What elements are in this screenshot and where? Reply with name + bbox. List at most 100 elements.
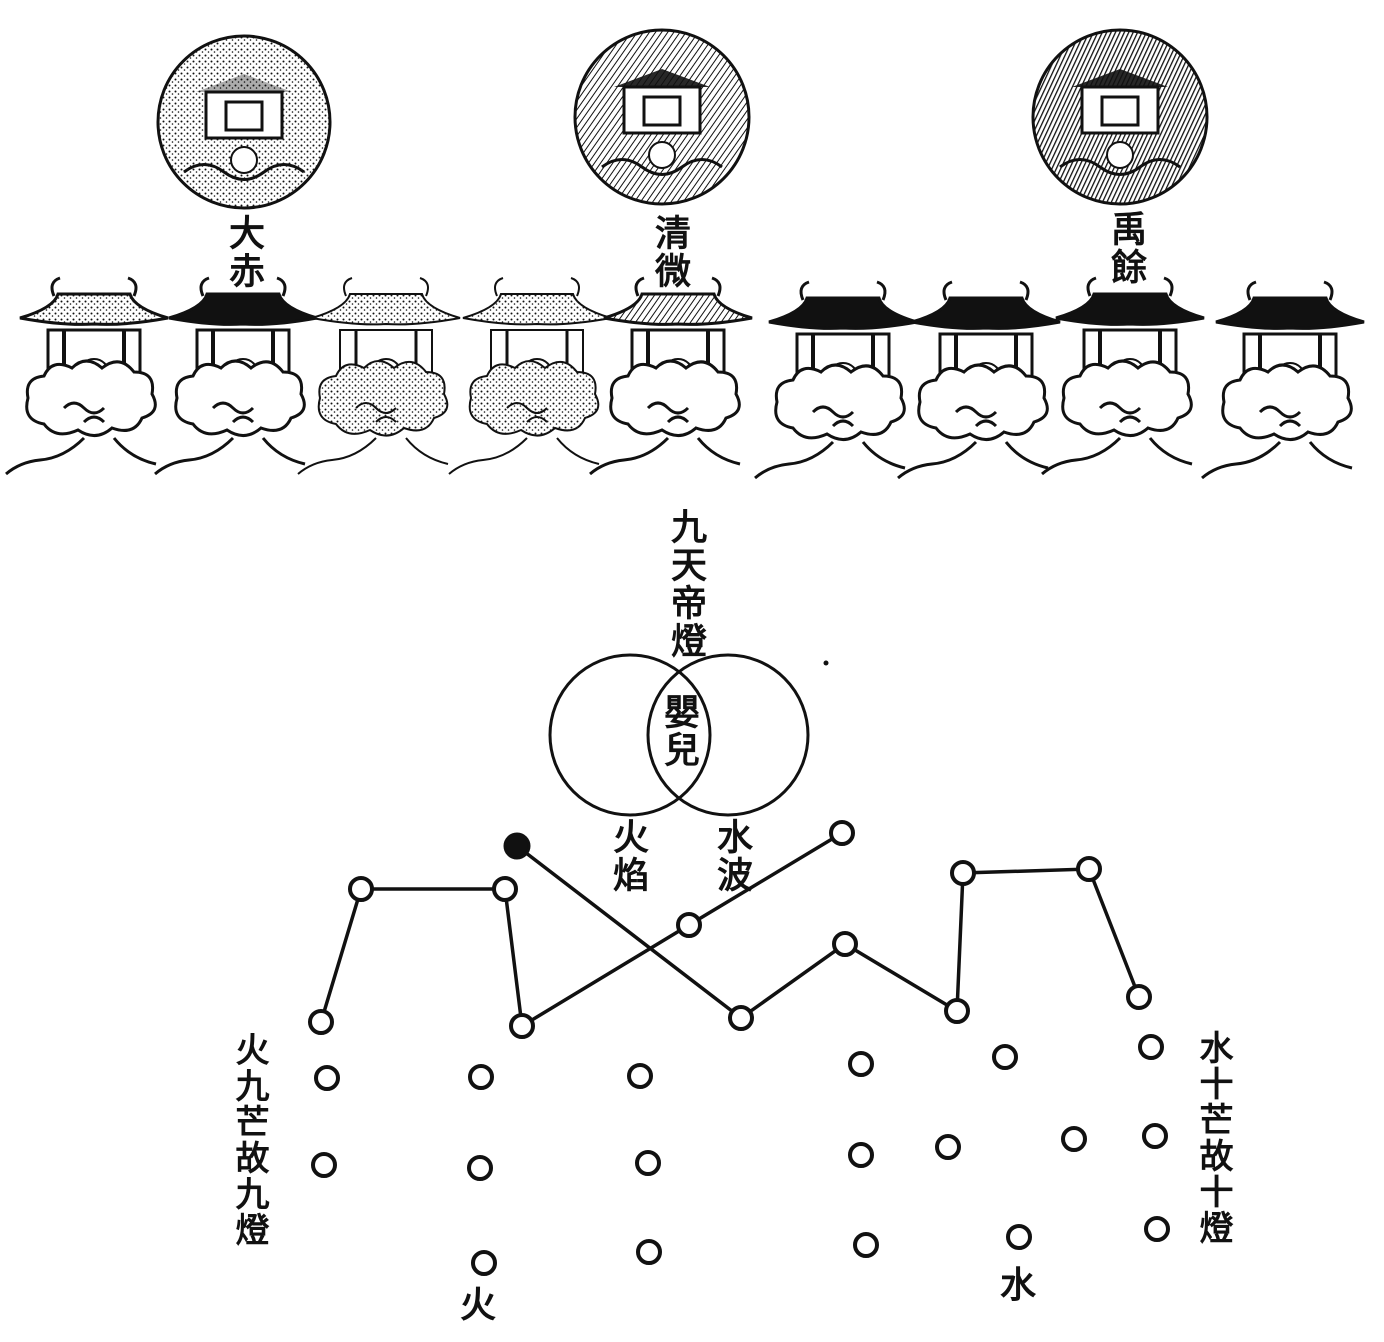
lamp-node	[1142, 1123, 1168, 1149]
lamp-node	[1061, 1126, 1087, 1152]
heaven-seal-2	[573, 28, 751, 206]
pavilion-cloud	[174, 359, 306, 437]
lamp-pavilion-6	[754, 280, 918, 480]
pavilion-cloud-swirl	[355, 402, 397, 423]
pavilion-roof	[603, 292, 753, 326]
lamp-pavilion-1	[5, 276, 169, 476]
pavilion-roof	[19, 292, 169, 326]
seal-door	[1100, 95, 1140, 127]
seal-cloud	[1059, 158, 1181, 176]
seal-pearl	[230, 146, 258, 174]
pavilion-cloud	[774, 363, 906, 441]
pavilion-roof	[1055, 292, 1205, 326]
pavilion-cloud-tail	[5, 436, 157, 476]
lamp-node-filled	[503, 832, 531, 860]
seal-cloud	[183, 163, 305, 181]
lamp-node	[1144, 1216, 1170, 1242]
fire-circle	[548, 653, 712, 817]
lamp-node	[311, 1152, 337, 1178]
pavilion-cloud-swirl	[62, 401, 106, 424]
pavilion-cloud-tail	[297, 437, 449, 475]
seal-roof	[614, 69, 710, 87]
heaven-label-qingwei: 清微	[649, 214, 691, 290]
lamp-node	[944, 998, 970, 1024]
infant-label: 嬰兒	[658, 693, 700, 769]
pavilion-cloud-swirl	[1258, 405, 1302, 428]
pavilion-cloud	[25, 359, 157, 437]
pavilion-cloud-tail	[1201, 440, 1353, 480]
pavilion-finials	[494, 277, 580, 297]
lamp-node	[848, 1142, 874, 1168]
pavilion-cloud-swirl	[211, 401, 255, 424]
lamp-node	[829, 820, 855, 846]
lamp-node	[832, 931, 858, 957]
lamp-node	[492, 876, 518, 902]
lamp-pavilion-3	[297, 277, 461, 475]
seal-roof	[196, 74, 292, 92]
lamp-node	[468, 1064, 494, 1090]
pavilion-roof	[768, 296, 918, 330]
water-circle	[646, 653, 810, 817]
pavilion-cloud-tail	[1041, 436, 1193, 476]
lamp-node	[728, 1005, 754, 1031]
pavilion-cloud-swirl	[954, 405, 998, 428]
seal-pearl	[648, 141, 676, 169]
seal-door	[642, 95, 682, 127]
central-title: 九天帝燈	[665, 508, 707, 660]
pavilion-cloud-tail	[589, 436, 741, 476]
fire-nine-lamps-note: 火九芒故九燈	[229, 1032, 269, 1248]
pavilion-cloud	[468, 360, 600, 437]
pavilion-finials	[942, 280, 1030, 301]
pavilion-finials	[1246, 280, 1334, 301]
pavilion-roof	[1215, 296, 1365, 330]
pavilion-finials	[343, 277, 429, 297]
lamp-pavilion-8	[1041, 276, 1205, 476]
lamp-node	[950, 860, 976, 886]
lamp-node	[467, 1155, 493, 1181]
lamp-node	[308, 1009, 334, 1035]
pavilion-finials	[1086, 276, 1174, 297]
lamp-pavilion-7	[897, 280, 1061, 480]
pavilion-cloud-swirl	[1098, 401, 1142, 424]
pavilion-cloud-swirl	[646, 401, 690, 424]
water-ten-lamps-note: 水十芒故十燈	[1193, 1030, 1233, 1246]
pavilion-cloud	[609, 359, 741, 437]
pavilion-cloud	[1221, 363, 1353, 441]
lamp-node	[853, 1232, 879, 1258]
lamp-pavilion-5	[589, 276, 753, 476]
seal-roof	[1072, 69, 1168, 87]
pavilion-finials	[199, 276, 287, 297]
heaven-seal-3	[1031, 28, 1209, 206]
heaven-label-taichi: 大赤	[223, 214, 265, 290]
pavilion-cloud	[317, 360, 449, 437]
pavilion-cloud-tail	[754, 440, 906, 480]
pavilion-roof	[168, 292, 318, 326]
lamp-node	[676, 912, 702, 938]
seal-pearl	[1106, 141, 1134, 169]
lamp-node	[992, 1044, 1018, 1070]
heaven-seal-1	[156, 34, 332, 210]
pavilion-finials	[799, 280, 887, 301]
heaven-label-yuyu: 禹餘	[1105, 210, 1147, 286]
lamp-path-1	[319, 831, 843, 1029]
pavilion-finials	[50, 276, 138, 297]
pavilion-cloud-swirl	[506, 402, 548, 423]
lamp-node	[314, 1065, 340, 1091]
seal-cloud	[601, 158, 723, 176]
lamp-node	[1076, 856, 1102, 882]
pavilion-cloud	[1061, 359, 1193, 437]
flame-label: 火焰	[607, 818, 649, 894]
lamp-node	[509, 1013, 535, 1039]
lamp-pavilion-2	[154, 276, 318, 476]
fire-label: 火	[460, 1284, 497, 1326]
pavilion-finials	[634, 276, 722, 297]
lamp-pavilion-4	[448, 277, 612, 475]
lamp-node	[935, 1134, 961, 1160]
lamp-node	[1006, 1224, 1032, 1250]
pavilion-cloud-tail	[154, 436, 306, 476]
water-label: 水	[1000, 1264, 1037, 1306]
pavilion-cloud-swirl	[811, 405, 855, 428]
pavilion-roof	[462, 293, 612, 326]
